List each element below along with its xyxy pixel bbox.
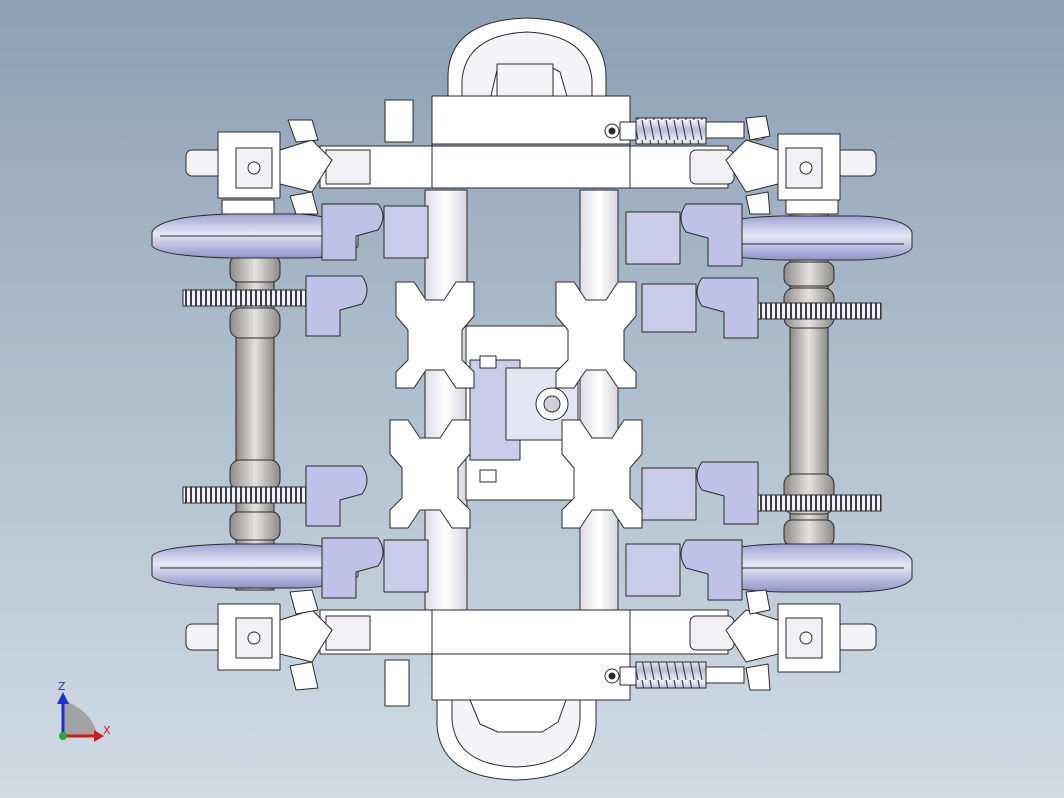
top-damper — [604, 117, 769, 145]
top-beam — [319, 95, 735, 189]
rail-wheel-bottom-right — [707, 543, 913, 593]
x-axis-label: X — [103, 724, 111, 737]
rail-wheel-top-left — [151, 213, 359, 259]
axle-box-bottom-right — [725, 589, 877, 691]
axle-box-top-left — [185, 119, 333, 215]
guide-arms-left — [305, 203, 429, 599]
bottom-beam — [319, 609, 735, 707]
cross-bracket-bottom-right — [561, 419, 643, 529]
right-brake-discs — [737, 302, 882, 512]
y-axis-dot — [59, 732, 67, 740]
top-center-wheel — [447, 17, 607, 101]
cross-bracket-bottom-left — [389, 419, 471, 529]
cross-bracket-top-right — [555, 281, 637, 389]
longitudinal-tubes — [424, 189, 619, 611]
left-axle — [229, 209, 281, 591]
cross-bracket-top-left — [395, 281, 475, 389]
triad-plane — [63, 700, 97, 736]
axle-box-top-right — [725, 115, 877, 215]
right-axle — [783, 209, 835, 591]
rail-wheel-bottom-left — [151, 543, 359, 589]
left-brake-discs — [182, 289, 327, 504]
guide-arms-right — [625, 203, 759, 601]
axle-box-bottom-left — [185, 589, 333, 691]
bottom-center-wheel — [436, 699, 597, 781]
coordinate-triad — [57, 692, 104, 742]
bottom-damper — [604, 661, 769, 689]
z-axis-label: Z — [58, 680, 66, 693]
